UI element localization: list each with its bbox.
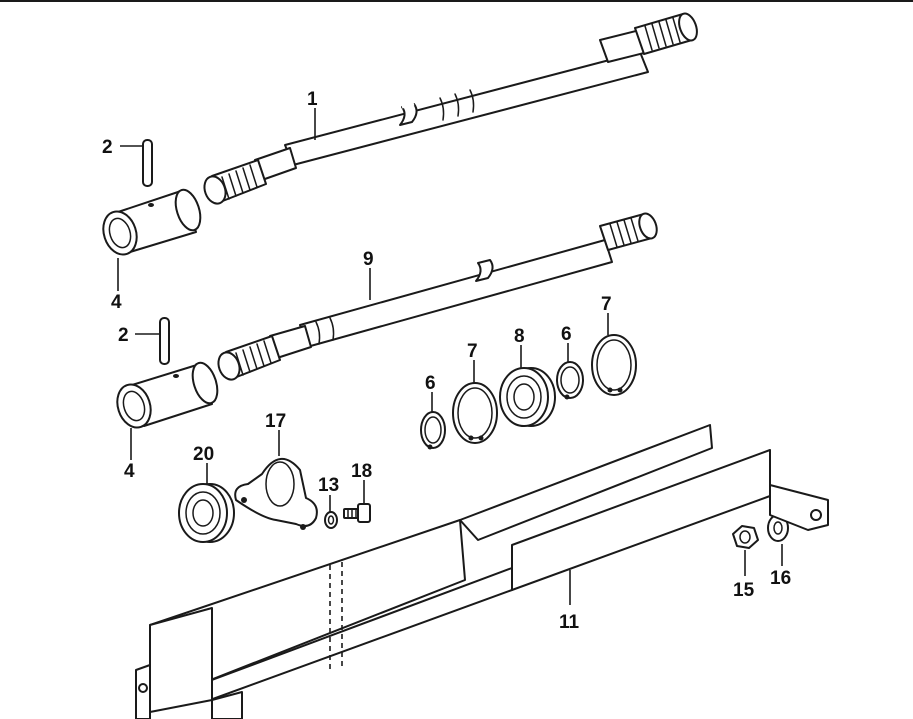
callout-6-left: 6	[425, 373, 436, 394]
callout-13: 13	[318, 475, 339, 496]
bearing-20[interactable]	[178, 483, 235, 543]
leader-lines	[117, 108, 783, 605]
bearing-8[interactable]	[499, 367, 556, 427]
lower-pin[interactable]	[159, 317, 170, 365]
lower-shaft[interactable]	[215, 211, 660, 383]
flange-housing[interactable]	[234, 458, 318, 530]
callout-4-upper: 4	[111, 292, 122, 313]
callout-4-lower: 4	[124, 461, 135, 482]
callout-15: 15	[733, 580, 755, 601]
callout-9: 9	[363, 249, 374, 270]
retaining-ring-right[interactable]	[591, 334, 637, 396]
callout-6-right: 6	[561, 324, 572, 345]
callout-2-lower: 2	[118, 325, 129, 346]
bracket[interactable]	[135, 424, 829, 719]
upper-pin[interactable]	[142, 139, 153, 187]
callout-11: 11	[559, 612, 580, 633]
callout-8: 8	[514, 326, 525, 347]
circlip-left[interactable]	[420, 411, 446, 450]
callout-numbers: 1 2 4 2 4 9 6 7 8 6 7 20 17 13 18 11 15 …	[102, 89, 791, 633]
callout-7-right: 7	[601, 294, 612, 315]
callout-17: 17	[265, 411, 286, 432]
callout-2-upper: 2	[102, 137, 113, 158]
circlip-right[interactable]	[556, 361, 584, 400]
upper-shaft[interactable]	[201, 11, 700, 206]
retaining-ring-left[interactable]	[452, 382, 498, 444]
bolt[interactable]	[343, 503, 371, 523]
small-washer[interactable]	[324, 511, 338, 529]
callout-20: 20	[193, 444, 214, 465]
callout-1: 1	[307, 89, 318, 110]
callout-16: 16	[770, 568, 791, 589]
callout-18: 18	[351, 461, 372, 482]
lower-sleeve[interactable]	[112, 360, 222, 432]
nut[interactable]	[732, 525, 759, 549]
upper-sleeve[interactable]	[98, 187, 205, 259]
callout-7-left: 7	[467, 341, 478, 362]
